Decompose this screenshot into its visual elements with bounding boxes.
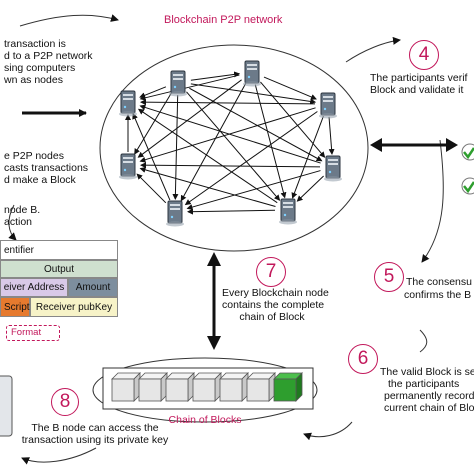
flow-arrow-left-down: [8, 204, 17, 241]
step6-badge: 6: [348, 344, 378, 374]
new-block-cube: [273, 372, 303, 402]
block-cube: [111, 372, 141, 402]
block-cube: [219, 372, 249, 402]
network-connections: [125, 71, 335, 215]
server-node: [279, 198, 297, 225]
flow-arrow-right-lower: [419, 329, 428, 353]
chain-label: Chain of Blocks: [168, 414, 242, 426]
step4-badge: 4: [409, 40, 439, 70]
tx-identifier: entifier: [0, 240, 118, 260]
arrow-network-verifiers: [370, 138, 458, 152]
tx-format-label: Format: [6, 325, 61, 341]
tx-receiver-address: eiver Address: [0, 278, 68, 297]
tx-amount: Amount: [68, 278, 118, 297]
flow-arrow-bottom-right: [303, 421, 353, 441]
step7-badge: 7: [256, 257, 286, 287]
verifier-icons: [461, 143, 474, 195]
step5-badge: 5: [374, 262, 404, 292]
flow-arrow-right-down: [421, 139, 444, 263]
block-cube: [192, 372, 222, 402]
network-ellipse: [99, 44, 369, 252]
network-nodes: [119, 60, 342, 227]
block-cube: [138, 372, 168, 402]
block-cube: [165, 372, 195, 402]
flow-arrow-bottom-left: [21, 447, 97, 465]
device-node-b: [0, 375, 13, 437]
flow-arrow-top-left: [19, 14, 119, 27]
server-node: [324, 155, 342, 182]
tx-script: Script: [0, 297, 30, 317]
tx-output: Output: [0, 260, 118, 278]
tx-receiver-pubkey: Receiver pubKey: [30, 297, 118, 317]
block-cube: [246, 372, 276, 402]
server-node: [119, 153, 137, 180]
flow-arrow-top-right: [345, 36, 401, 63]
step8-badge: 8: [51, 388, 79, 416]
server-node: [166, 200, 184, 227]
server-node: [243, 60, 261, 87]
server-node: [319, 92, 337, 119]
server-node: [169, 70, 187, 97]
chain-ellipse: [92, 357, 318, 423]
arrow-network-chain: [207, 252, 221, 350]
network-title: Blockchain P2P network: [164, 14, 283, 26]
server-node: [119, 90, 137, 117]
chain-blocks: [111, 372, 303, 402]
